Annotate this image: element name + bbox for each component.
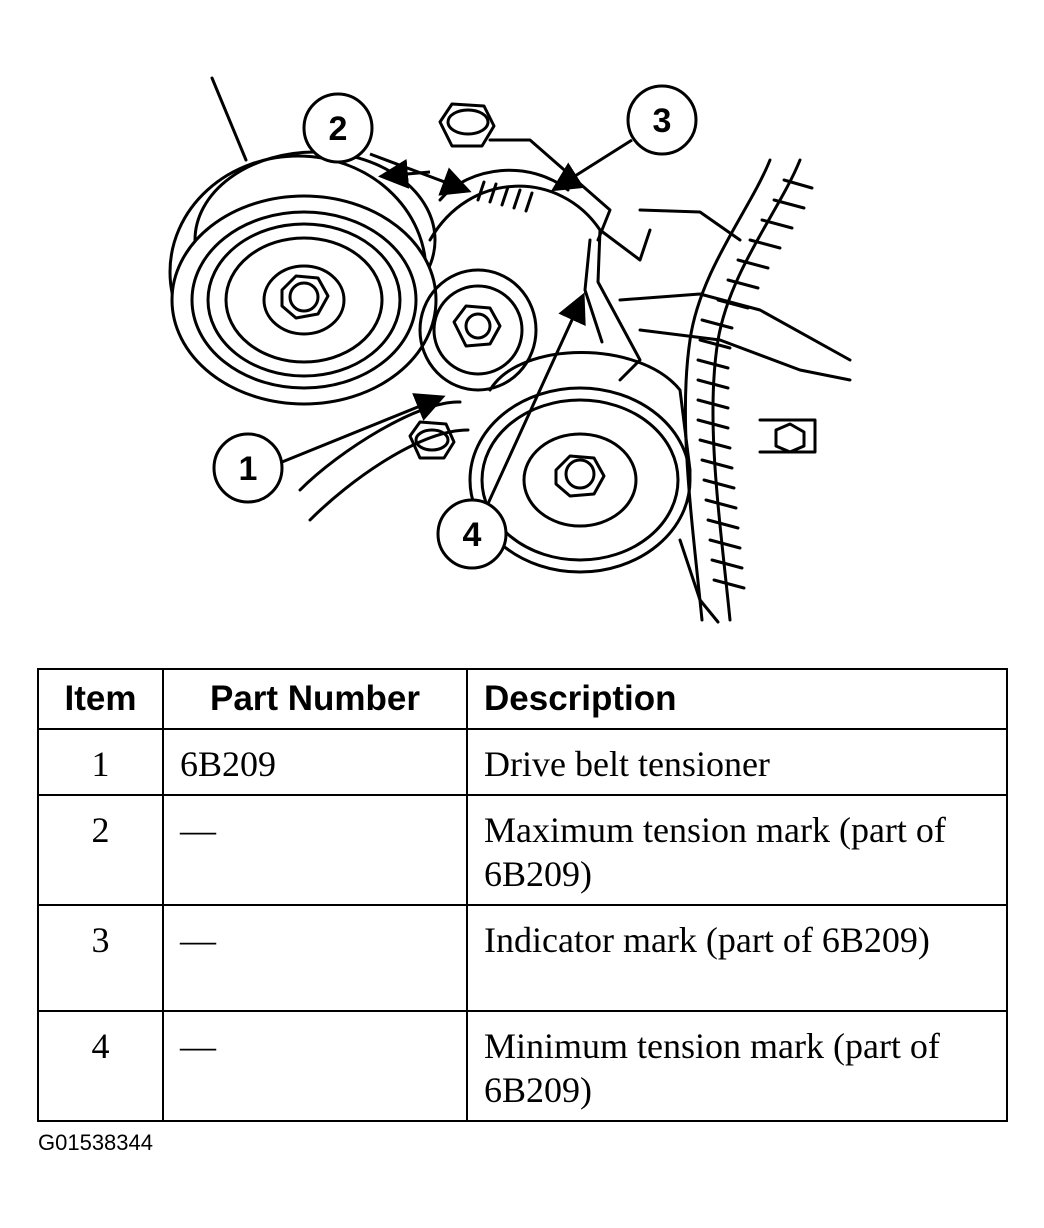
cell-item: 1 — [37, 728, 164, 796]
table-row: 4 — Minimum tension mark (part of 6B209) — [37, 1010, 1008, 1122]
table-row: 3 — Indicator mark (part of 6B209) — [37, 904, 1008, 1012]
parts-table: Item Part Number Description 1 6B209 Dri… — [37, 668, 1008, 1122]
callout-circle-3 — [626, 84, 698, 156]
idler-pulley — [468, 351, 692, 574]
header-part-number: Part Number — [162, 668, 468, 730]
callout-label-2: 2 — [329, 110, 348, 148]
leader-arrow-2b — [378, 158, 431, 189]
cell-part-number: — — [162, 904, 468, 1012]
mounting-bolt-lower — [408, 420, 456, 460]
header-description: Description — [466, 668, 1008, 730]
header-item: Item — [37, 668, 164, 730]
callout-circle-4 — [436, 498, 508, 570]
engine-bracket — [618, 208, 852, 624]
belt-strap — [210, 76, 248, 162]
cell-part-number: — — [162, 1010, 468, 1122]
leader-arrow-1 — [281, 393, 446, 464]
callout-label-3: 3 — [653, 102, 672, 140]
wiring-loom — [683, 158, 814, 622]
drive-belt-tensioner-illustration: 1 2 3 4 — [168, 76, 852, 624]
table-header-row: Item Part Number Description — [37, 668, 1008, 730]
cell-description: Drive belt tensioner — [466, 728, 1008, 796]
cell-part-number: — — [162, 794, 468, 906]
callout-circle-2 — [302, 92, 374, 164]
cell-description: Maximum tension mark (part of 6B209) — [466, 794, 1008, 906]
table-row: 1 6B209 Drive belt tensioner — [37, 728, 1008, 796]
cell-item: 3 — [37, 904, 164, 1012]
callout-circle-1 — [212, 432, 284, 504]
tensioner-body — [428, 138, 652, 382]
callout-label-1: 1 — [239, 450, 258, 488]
leader-arrow-4 — [484, 292, 586, 509]
pivot-bolt — [418, 268, 538, 392]
belt-line-lower-2 — [308, 428, 470, 522]
cell-description: Indicator mark (part of 6B209) — [466, 904, 1008, 1012]
callout-label-4: 4 — [463, 516, 482, 554]
cell-item: 2 — [37, 794, 164, 906]
large-pulley — [168, 150, 438, 406]
leader-arrow-3 — [550, 138, 633, 192]
mounting-bolt-top — [438, 102, 496, 148]
cell-item: 4 — [37, 1010, 164, 1122]
figure-code: G01538344 — [38, 1130, 153, 1155]
cell-part-number: 6B209 — [162, 728, 468, 796]
table-row: 2 — Maximum tension mark (part of 6B209) — [37, 794, 1008, 906]
cell-description: Minimum tension mark (part of 6B209) — [466, 1010, 1008, 1122]
